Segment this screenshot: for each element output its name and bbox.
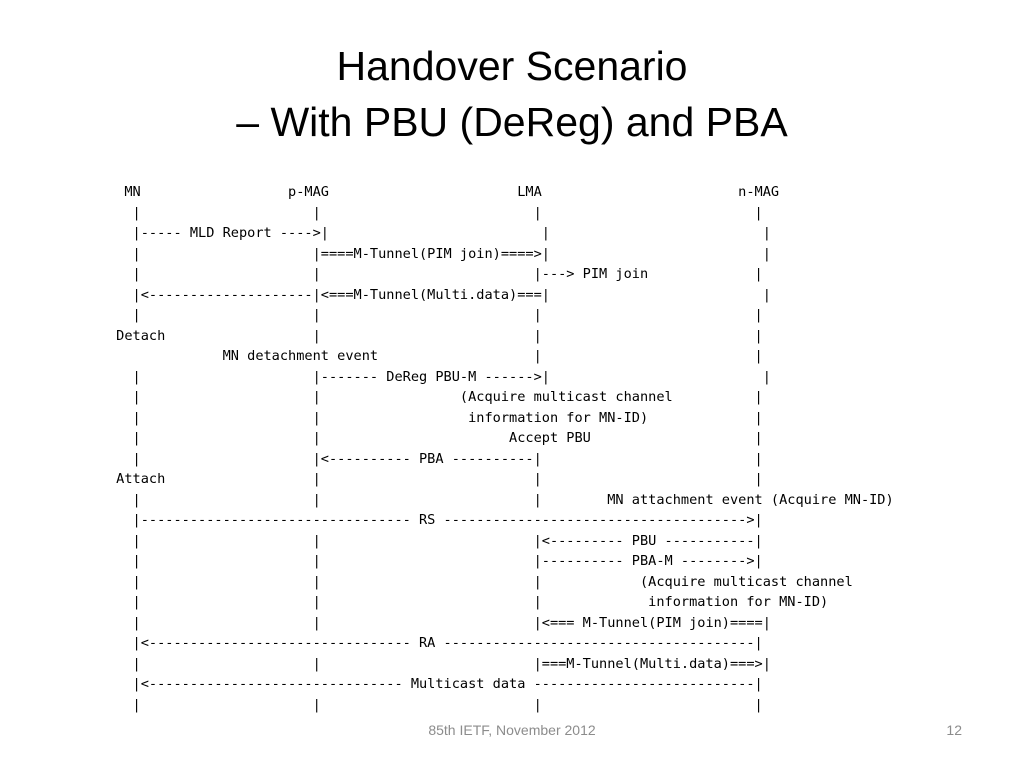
diagram-line: |<-------------------------------- RA --… bbox=[108, 635, 763, 651]
diagram-line: |----- MLD Report ---->| | | bbox=[108, 225, 771, 241]
sequence-diagram: MN p-MAG LMA n-MAG | | | | |----- MLD Re… bbox=[108, 182, 948, 718]
diagram-line: | | information for MN-ID) | bbox=[108, 409, 763, 426]
diagram-line: |<------------------------------- Multic… bbox=[108, 676, 763, 692]
diagram-line: | | | (Acquire multicast channel bbox=[108, 573, 853, 590]
diagram-line: | | | information for MN-ID) bbox=[108, 594, 829, 610]
slide-footer: 85th IETF, November 2012 bbox=[428, 722, 596, 738]
diagram-line: | |====M-Tunnel(PIM join)====>| | bbox=[108, 245, 771, 262]
diagram-line: |<--------------------|<===M-Tunnel(Mult… bbox=[108, 286, 771, 303]
diagram-line: | | |<--------- PBU -----------| bbox=[108, 532, 763, 549]
diagram-line: | |<---------- PBA ----------| | bbox=[108, 450, 763, 467]
diagram-line: | | | | bbox=[108, 204, 763, 221]
diagram-line: MN detachment event | | bbox=[108, 348, 763, 364]
diagram-line: | | | | bbox=[108, 696, 763, 713]
diagram-line: Attach | | | bbox=[108, 471, 763, 487]
diagram-line: | | | MN attachment event (Acquire MN-ID… bbox=[108, 491, 894, 508]
slide-title: Handover Scenario – With PBU (DeReg) and… bbox=[0, 38, 1024, 150]
diagram-line: | | |<=== M-Tunnel(PIM join)====| bbox=[108, 614, 771, 631]
diagram-line: | | |---> PIM join | bbox=[108, 266, 763, 282]
diagram-line: | | |===M-Tunnel(Multi.data)===>| bbox=[108, 655, 771, 672]
diagram-line: MN p-MAG LMA n-MAG bbox=[108, 184, 780, 200]
diagram-line: | | (Acquire multicast channel | bbox=[108, 389, 763, 405]
diagram-line: Detach | | | bbox=[108, 327, 763, 344]
diagram-line: | |------- DeReg PBU-M ------>| | bbox=[108, 368, 771, 385]
slide-title-line-2: – With PBU (DeReg) and PBA bbox=[236, 99, 788, 145]
page-number: 12 bbox=[946, 722, 962, 738]
diagram-line: | | |---------- PBA-M -------->| bbox=[108, 553, 763, 569]
diagram-line: | | Accept PBU | bbox=[108, 430, 763, 446]
diagram-line: |--------------------------------- RS --… bbox=[108, 512, 763, 528]
diagram-line: | | | | bbox=[108, 307, 763, 323]
slide-title-line-1: Handover Scenario bbox=[336, 43, 688, 89]
